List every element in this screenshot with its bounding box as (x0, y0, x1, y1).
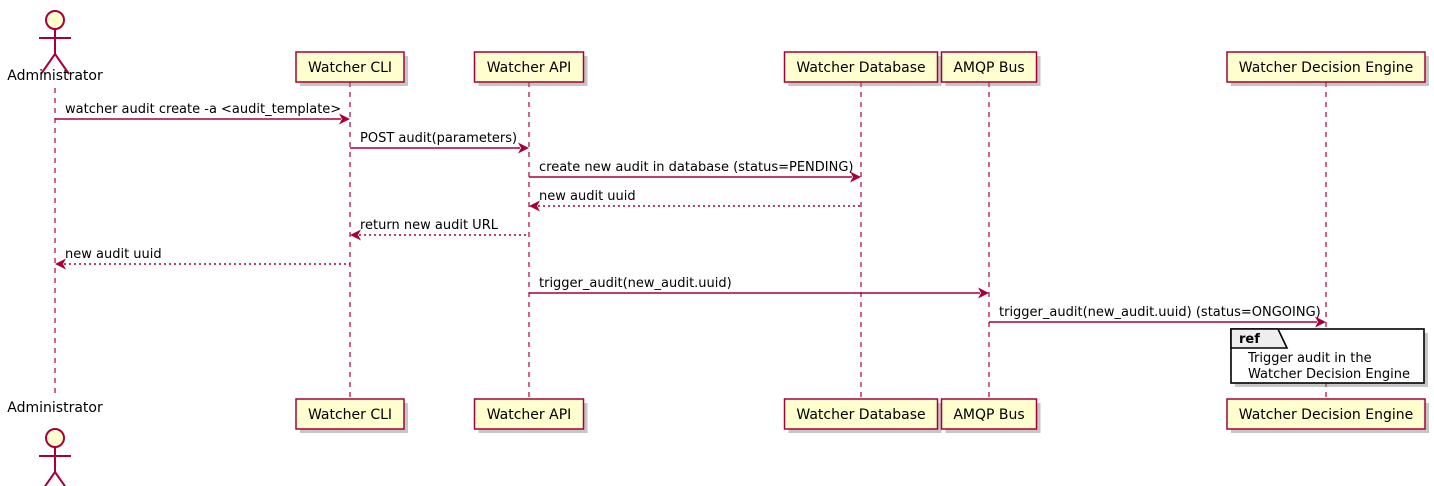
message-label: new audit uuid (65, 247, 162, 262)
message-label: create new audit in database (status=PEN… (539, 160, 854, 175)
actor-head (45, 428, 65, 448)
message-label: POST audit(parameters) (360, 131, 517, 146)
participant-label-watcher-cli: Watcher CLI (308, 407, 392, 423)
message-msg-return-new-audit-url[interactable]: return new audit URL (350, 218, 529, 241)
participant-box-watcher-api-bottom[interactable] (473, 398, 585, 430)
message-arrowhead (339, 113, 350, 125)
participant-label-watcher-api: Watcher API (487, 60, 572, 76)
messages-layer: watcher audit create -a <audit_template>… (55, 102, 1326, 328)
message-msg-trigger-audit-ongoing[interactable]: trigger_audit(new_audit.uuid) (status=ON… (989, 305, 1326, 328)
message-label: new audit uuid (539, 189, 636, 204)
message-arrowhead (350, 229, 361, 241)
message-msg-watcher-audit-create[interactable]: watcher audit create -a <audit_template> (55, 102, 350, 125)
message-msg-new-audit-uuid-cli[interactable]: new audit uuid (55, 247, 350, 270)
actor-leg-right (54, 53, 70, 75)
ref-tab-label: ref (1239, 332, 1260, 347)
message-arrowhead (518, 142, 529, 154)
participant-watcher-cli[interactable]: Watcher CLI Watcher CLI (295, 51, 408, 433)
actor-leg-right (54, 471, 67, 486)
participant-box-watcher-cli-top[interactable] (295, 51, 405, 83)
message-label: watcher audit create -a <audit_template> (65, 102, 341, 117)
participant-label-watcher-database: Watcher Database (796, 407, 925, 423)
message-arrowhead (55, 258, 66, 270)
participant-label-watcher-database: Watcher Database (796, 60, 925, 76)
message-msg-post-audit[interactable]: POST audit(parameters) (350, 131, 529, 154)
participant-label-watcher-decision-engine: Watcher Decision Engine (1239, 60, 1413, 76)
actor-leg-left (43, 471, 56, 486)
actor-head (45, 10, 65, 30)
participant-box-watcher-database-top[interactable] (783, 51, 939, 83)
message-arrowhead (850, 171, 861, 183)
ref-line-1: Watcher Decision Engine (1248, 367, 1410, 382)
message-label: trigger_audit(new_audit.uuid) (status=ON… (999, 305, 1321, 320)
participant-box-watcher-decision-engine-bottom[interactable] (1226, 398, 1426, 430)
message-label: return new audit URL (360, 218, 499, 233)
actor-label-administrator-bottom: Administrator (7, 400, 103, 416)
participant-box-amqp-bus-top[interactable] (940, 51, 1038, 83)
message-msg-create-new-audit[interactable]: create new audit in database (status=PEN… (529, 160, 861, 183)
participant-box-watcher-api-top[interactable] (473, 51, 585, 83)
participant-box-watcher-decision-engine-top[interactable] (1226, 51, 1426, 83)
participant-label-amqp-bus: AMQP Bus (953, 60, 1024, 76)
message-arrowhead (978, 287, 989, 299)
participant-label-watcher-api: Watcher API (487, 407, 572, 423)
participant-label-watcher-decision-engine: Watcher Decision Engine (1239, 407, 1413, 423)
actor-leg-left (40, 53, 56, 75)
message-arrowhead (529, 200, 540, 212)
actor-label-administrator-top: Administrator (7, 68, 103, 84)
participant-box-amqp-bus-bottom[interactable] (940, 398, 1038, 430)
participant-label-amqp-bus: AMQP Bus (953, 407, 1024, 423)
ref-tab (1230, 328, 1289, 349)
participant-label-watcher-cli: Watcher CLI (308, 60, 392, 76)
lifelines-layer (54, 82, 1327, 399)
message-label: trigger_audit(new_audit.uuid) (539, 276, 732, 291)
ref-line-0: Trigger audit in the (1247, 351, 1372, 366)
participant-box-watcher-database-bottom[interactable] (783, 398, 939, 430)
message-msg-trigger-audit[interactable]: trigger_audit(new_audit.uuid) (529, 276, 989, 299)
message-arrowhead (1315, 316, 1326, 328)
participant-box-watcher-cli-bottom[interactable] (295, 398, 405, 430)
message-msg-new-audit-uuid-db[interactable]: new audit uuid (529, 189, 861, 212)
participant-watcher-api[interactable]: Watcher API Watcher API (473, 51, 588, 433)
